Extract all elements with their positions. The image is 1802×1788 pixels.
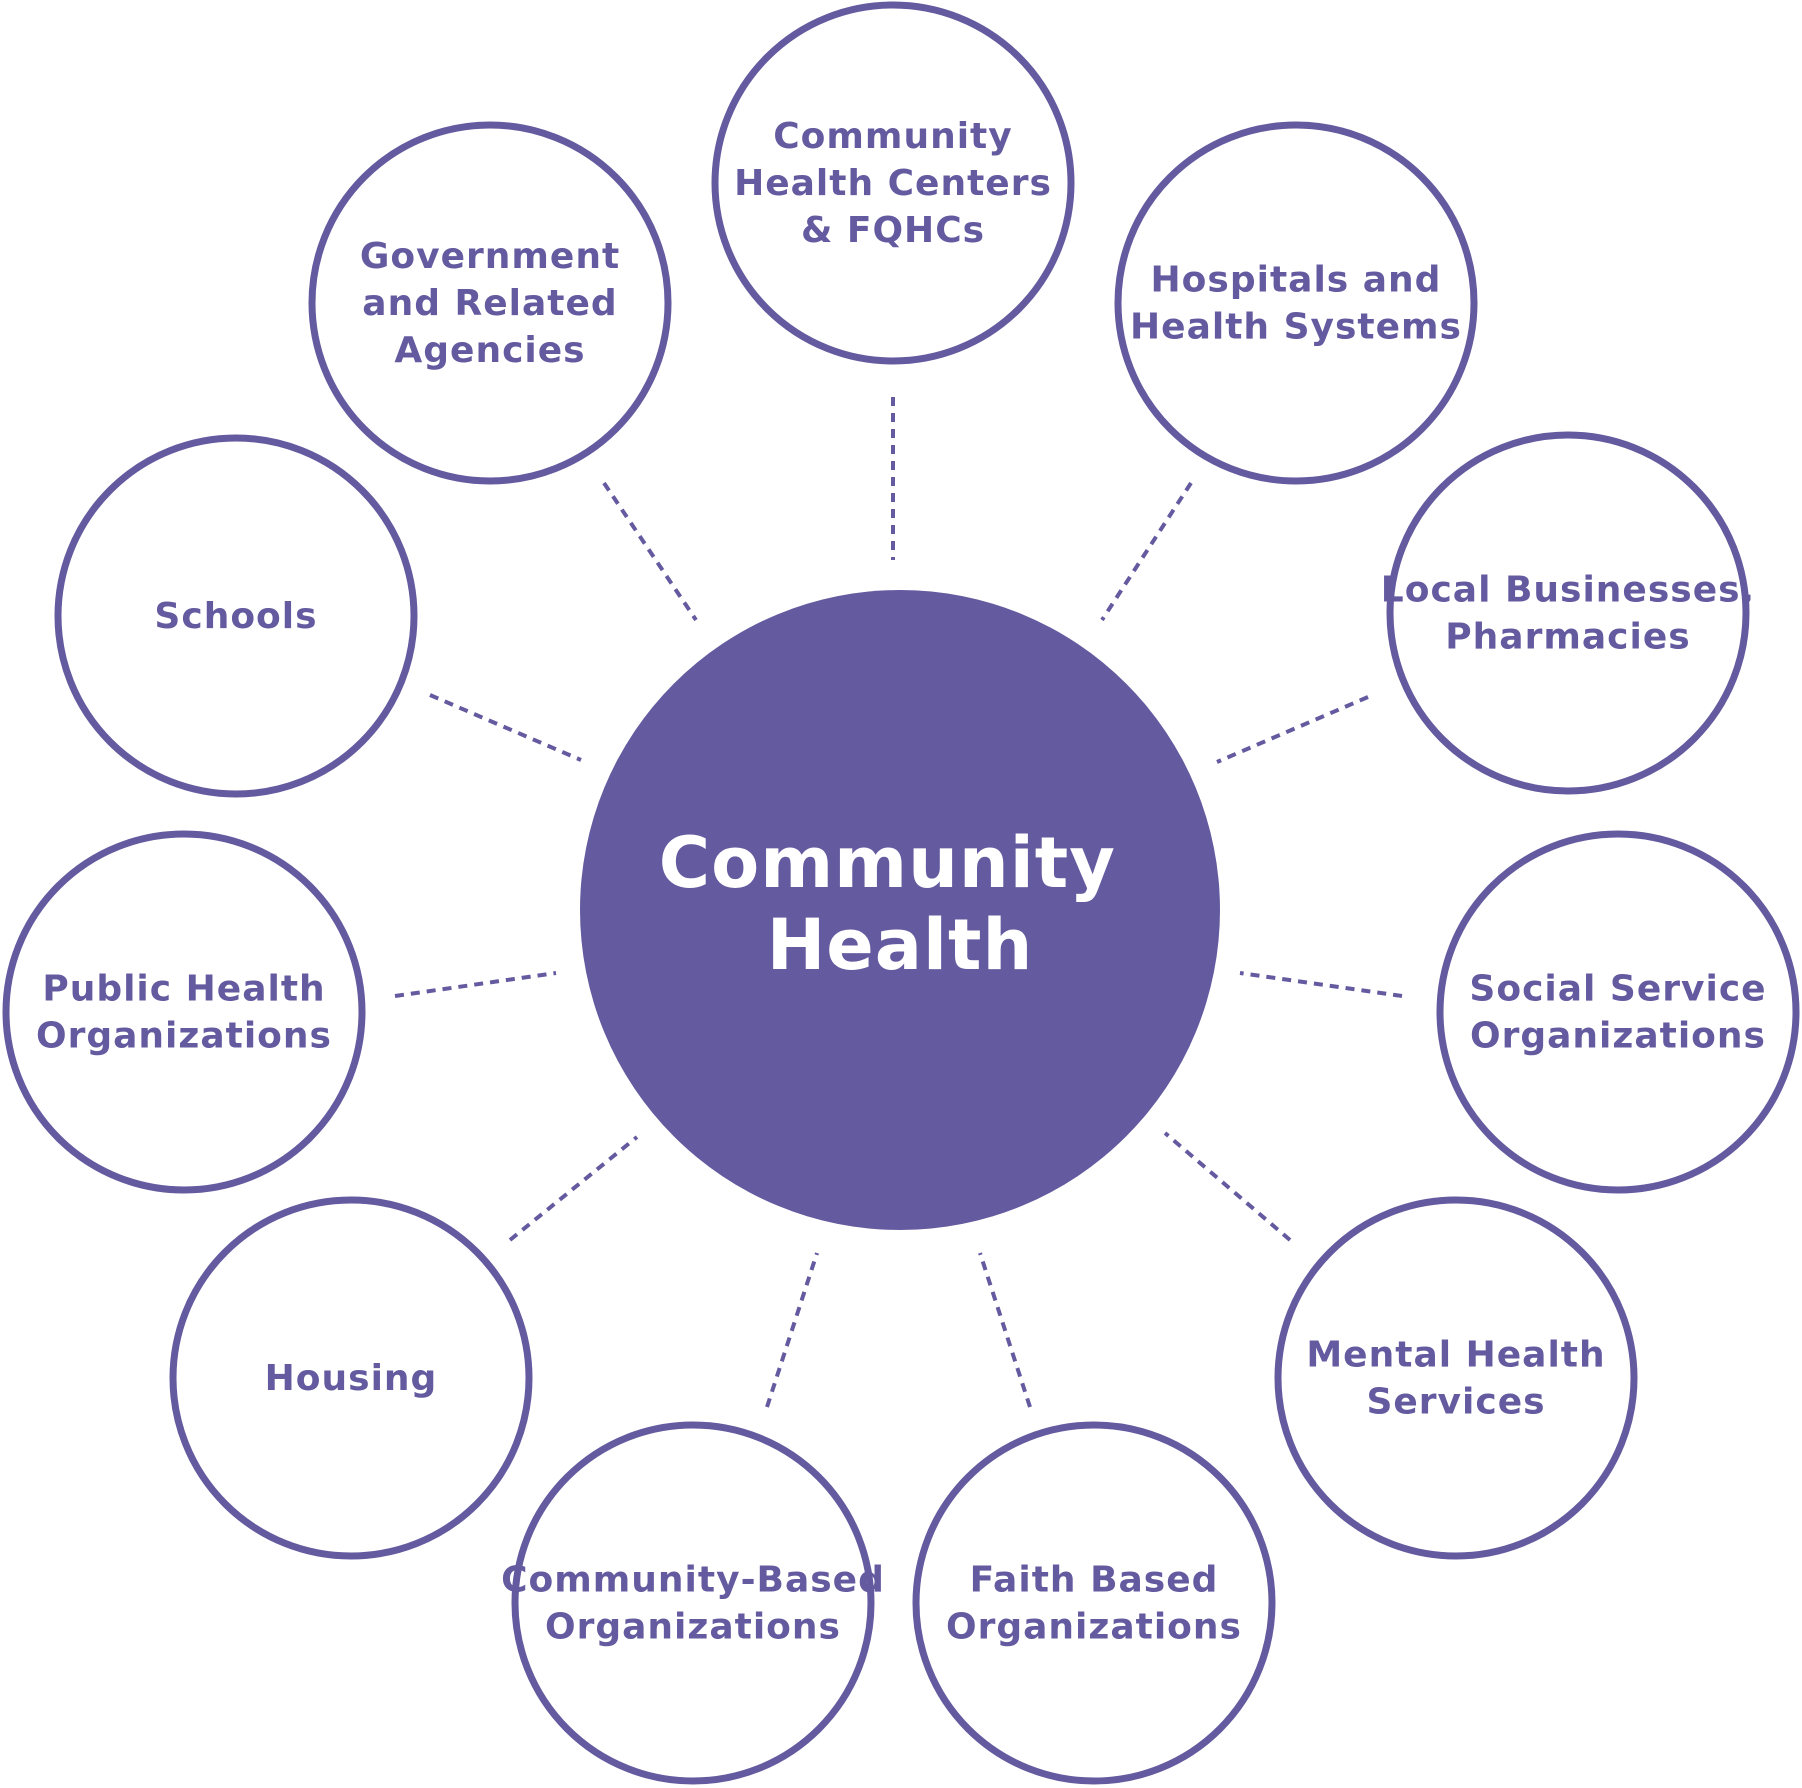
center-label-line-2: Health [767,904,1034,986]
node-circle-community-based [511,1421,875,1785]
node-circle-hospitals [1114,121,1478,485]
node-label-line: Organizations [545,1607,841,1648]
node-label-line: Housing [265,1358,438,1399]
node-label-line: Health Systems [1130,307,1462,348]
node-label-line: & FQHCs [801,210,985,251]
node-label-line: Health Centers [734,163,1052,204]
node-local-businesses: Local Businesses, Pharmacies [1381,431,1755,795]
node-circle-housing [169,1196,533,1560]
node-label-line: Government [360,236,620,277]
node-circle-social-service [1436,830,1800,1194]
connector-local-businesses [1216,695,1369,764]
node-label-line: Social Service [1469,969,1766,1010]
node-circle-schools [54,434,418,798]
center-label: Community Health [659,822,1141,986]
connector-housing [508,1135,639,1242]
connectors [394,397,1403,1408]
node-label-line: Public Health [42,969,325,1010]
node-circle-government [308,121,672,485]
connector-public-health [394,971,557,998]
node-label-local-businesses: Local Businesses, Pharmacies [1381,570,1755,658]
node-label-line: Pharmacies [1445,617,1690,658]
node-label-line: Community [773,116,1012,157]
node-label-line: Mental Health [1306,1335,1605,1376]
node-label-housing: Housing [265,1358,438,1399]
node-circle-local-businesses [1386,431,1750,795]
node-label-line: Organizations [1470,1016,1766,1057]
node-schools: Schools [54,434,418,798]
node-label-line: Hospitals and [1151,260,1442,301]
node-label-line: Local Businesses, [1381,570,1755,611]
connector-government [602,481,698,622]
center-node: Community Health [580,590,1220,1230]
node-label-line: Community-Based [501,1560,885,1601]
node-label-line: Faith Based [970,1560,1219,1601]
node-circle-faith-based [912,1421,1276,1785]
node-label-line: Schools [154,596,317,637]
node-label-line: Organizations [946,1607,1242,1648]
connector-community-based [765,1252,819,1408]
connector-faith-based [978,1252,1032,1408]
node-label-line: and Related [362,283,617,324]
center-label-line-1: Community [659,822,1116,904]
node-circle-mental-health [1274,1196,1638,1560]
connector-schools [429,693,582,762]
node-label-line: Organizations [36,1016,332,1057]
center-circle [580,590,1220,1230]
node-label-line: Services [1366,1382,1545,1423]
node-circle-public-health [2,830,366,1194]
node-housing: Housing [169,1196,533,1560]
connector-social-service [1239,971,1403,998]
connector-hospitals [1100,481,1193,622]
connector-mental-health [1163,1131,1292,1242]
node-circle-community-health-centers [711,1,1075,365]
node-label-schools: Schools [154,596,317,637]
node-label-line: Agencies [394,330,585,371]
